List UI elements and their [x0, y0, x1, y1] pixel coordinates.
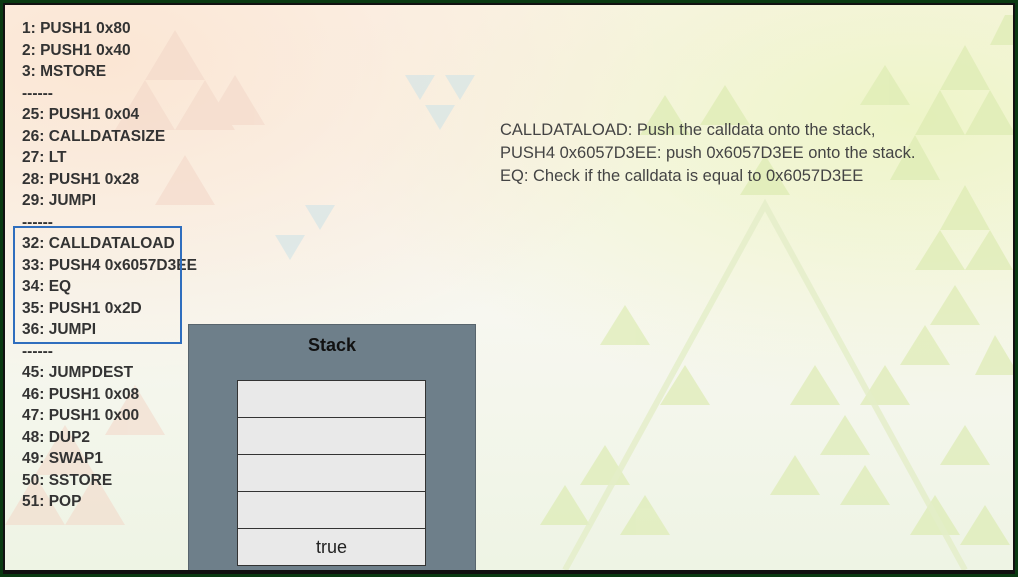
highlight-box [13, 226, 182, 344]
explanation-line: CALLDATALOAD: Push the calldata onto the… [500, 121, 876, 139]
code-line: 1: PUSH1 0x80 [22, 20, 131, 37]
code-line: 26: CALLDATASIZE [22, 127, 166, 145]
code-line: 50: SSTORE [22, 471, 113, 489]
code-line: 45: JUMPDEST [22, 364, 134, 381]
stack-slot [237, 491, 426, 529]
bytecode-listing: 1: PUSH1 0x80 2: PUSH1 0x40 3: MSTORE --… [22, 18, 197, 513]
code-line: 25: PUSH1 0x04 [22, 106, 140, 123]
code-line: 28: PUSH1 0x28 [22, 170, 140, 188]
code-line: 51: POP [22, 493, 82, 510]
stack-slot [237, 417, 426, 455]
explanation-line: EQ: Check if the calldata is equal to 0x… [500, 167, 864, 185]
stack-slot [237, 454, 426, 492]
explanation-text: CALLDATALOAD: Push the calldata onto the… [500, 119, 916, 188]
explanation-line: PUSH4 0x6057D3EE: push 0x6057D3EE onto t… [500, 144, 916, 162]
code-line: 3: MSTORE [22, 63, 107, 80]
code-line: 46: PUSH1 0x08 [22, 385, 140, 403]
code-line: 32: CALLDATALOAD [22, 235, 175, 252]
code-line: 47: PUSH1 0x00 [22, 407, 140, 424]
code-line: 29: JUMPI [22, 192, 97, 209]
code-line: 34: EQ [22, 278, 72, 295]
code-line: 35: PUSH1 0x2D [22, 299, 142, 317]
code-line: 27: LT [22, 149, 67, 166]
video-frame: 1: PUSH1 0x80 2: PUSH1 0x40 3: MSTORE --… [3, 3, 1015, 574]
triangle-pattern-background [5, 15, 1013, 570]
code-separator: ------ [22, 342, 53, 360]
code-line: 2: PUSH1 0x40 [22, 41, 131, 59]
stack-slot-top-value: true [237, 528, 426, 566]
stack-slot [237, 380, 426, 418]
slide: 1: PUSH1 0x80 2: PUSH1 0x40 3: MSTORE --… [5, 5, 1013, 570]
stack-title: Stack [307, 335, 357, 355]
stack-panel: Stack true [188, 324, 476, 570]
code-line: 49: SWAP1 [22, 450, 103, 467]
code-line: 36: JUMPI [22, 321, 97, 338]
code-line: 33: PUSH4 0x6057D3EE [22, 256, 197, 274]
code-line: 48: DUP2 [22, 428, 91, 446]
code-separator: ------ [22, 84, 53, 102]
